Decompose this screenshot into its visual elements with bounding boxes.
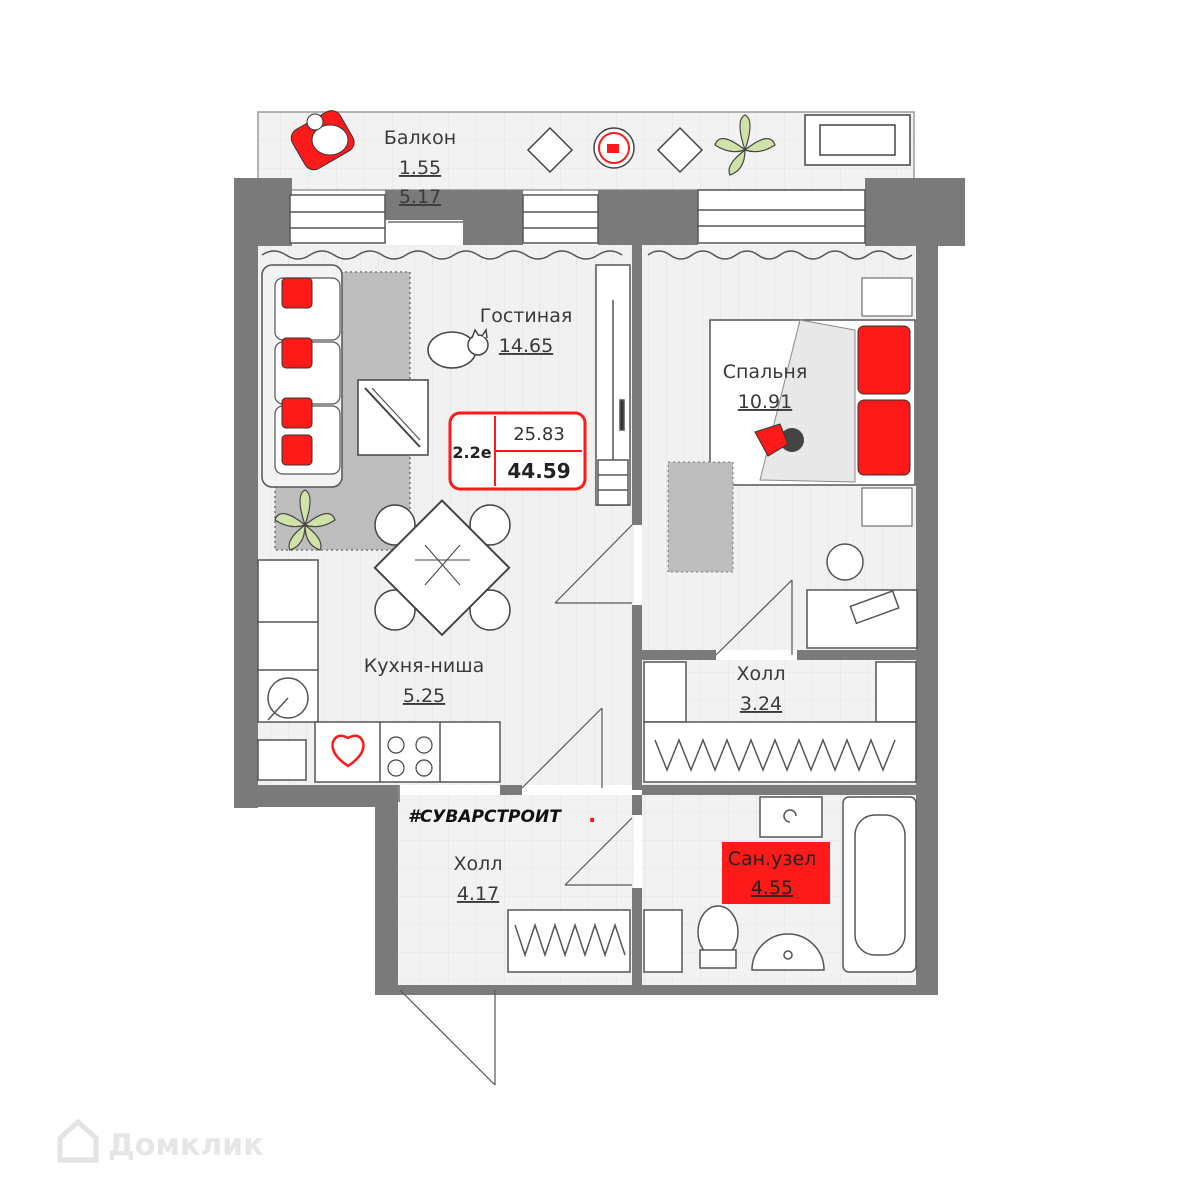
balcony-label: Балкон bbox=[384, 127, 456, 149]
plant-living bbox=[274, 489, 336, 551]
balcony-area-2: 5.17 bbox=[399, 186, 441, 208]
bathroom-fixtures bbox=[697, 796, 917, 973]
bedroom-area: 10.91 bbox=[738, 391, 792, 413]
brand-dot: . bbox=[588, 803, 596, 828]
desk bbox=[806, 543, 918, 649]
living-area-total: 25.83 bbox=[513, 424, 565, 445]
kitchen-counter bbox=[257, 559, 501, 783]
balcony-area-1: 1.55 bbox=[399, 157, 441, 179]
bathroom-label: Сан.узел bbox=[728, 848, 817, 870]
plant-balcony bbox=[714, 114, 776, 176]
kitchen-area: 5.25 bbox=[403, 685, 445, 707]
watermark-text: Домклик bbox=[108, 1128, 264, 1163]
walls bbox=[234, 178, 965, 995]
total-area: 44.59 bbox=[507, 459, 570, 483]
summary-box bbox=[448, 411, 587, 491]
living-label: Гостиная bbox=[480, 305, 573, 327]
bathroom-label-bg bbox=[722, 842, 830, 904]
kitchen-label: Кухня-ниша bbox=[364, 655, 485, 677]
hall-right-area: 3.24 bbox=[740, 693, 782, 715]
hall-left-furniture bbox=[507, 909, 683, 973]
bathroom-area: 4.55 bbox=[751, 877, 793, 899]
cat-icon bbox=[427, 327, 489, 369]
hall-left-label: Холл bbox=[454, 853, 503, 875]
brand-logo: #СУВАРСТРОИТ . bbox=[408, 803, 596, 828]
hall-right-label: Холл bbox=[737, 663, 786, 685]
wardrobe bbox=[595, 264, 631, 506]
doors bbox=[388, 221, 793, 1086]
armchair-person bbox=[290, 110, 355, 171]
hall-left-area: 4.17 bbox=[457, 883, 499, 905]
heart-icon bbox=[331, 734, 365, 768]
brand-name: #СУВАРСТРОИТ bbox=[408, 807, 562, 827]
watermark: Домклик bbox=[57, 1118, 264, 1163]
curtains bbox=[261, 250, 913, 260]
stove-icon bbox=[387, 736, 433, 777]
bedroom-rug bbox=[667, 461, 734, 573]
hall-right-furniture bbox=[643, 661, 917, 783]
bedroom-label: Спальня bbox=[723, 361, 808, 383]
balcony-bench bbox=[804, 114, 911, 166]
bed bbox=[709, 277, 916, 527]
coffee-cup-icon bbox=[598, 132, 630, 164]
apartment-type: 2.2e bbox=[452, 443, 491, 462]
dining-table bbox=[373, 499, 511, 637]
house-icon bbox=[57, 1118, 99, 1163]
windows bbox=[289, 189, 866, 244]
sofa bbox=[261, 264, 343, 488]
living-area: 14.65 bbox=[499, 335, 553, 357]
coffee-table bbox=[357, 379, 429, 456]
